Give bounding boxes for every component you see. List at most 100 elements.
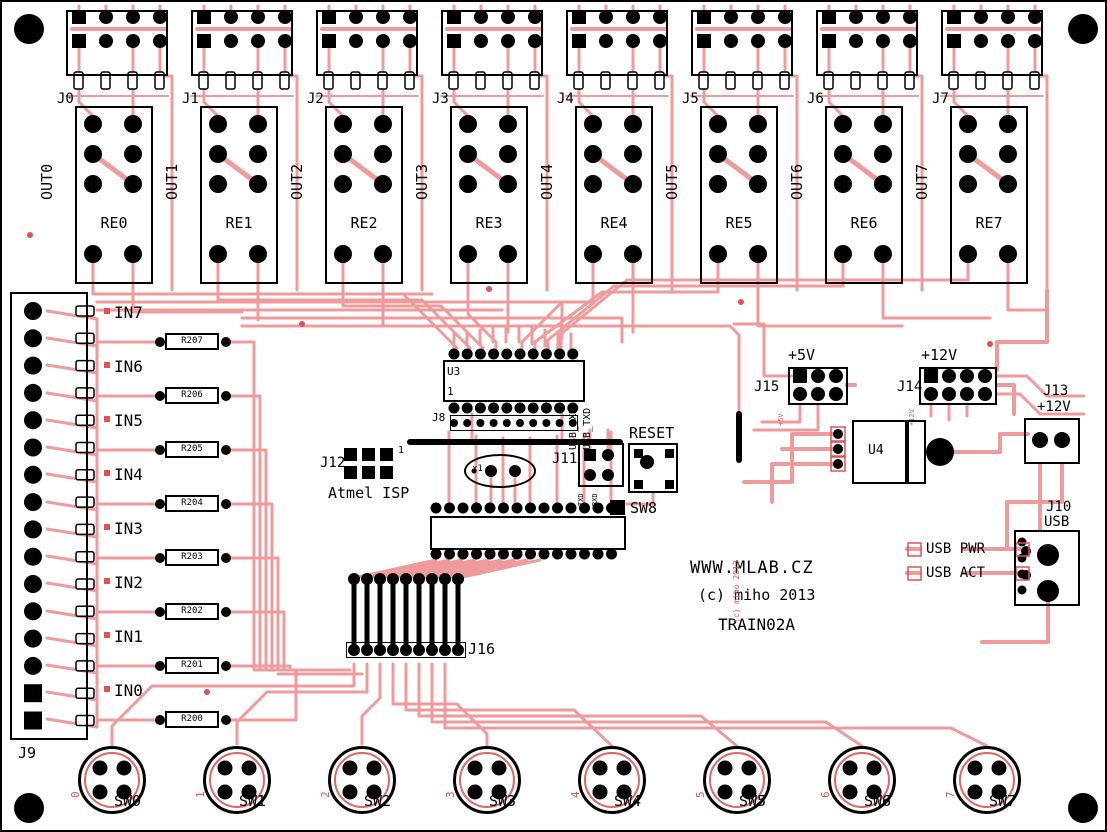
connector-outline	[816, 10, 918, 76]
resistor-r204[interactable]: R204	[154, 495, 232, 513]
j14-header[interactable]	[919, 367, 997, 405]
mcu-outline[interactable]	[430, 516, 626, 550]
u3-pin1-mark: 1	[447, 385, 454, 398]
input-header-j9[interactable]	[10, 292, 88, 740]
sw8-label: SW8	[630, 499, 658, 517]
switch-sw4[interactable]	[578, 746, 646, 814]
connector-j6[interactable]: J6	[807, 8, 924, 108]
switch-sw3[interactable]	[453, 746, 521, 814]
resistor-r207[interactable]: R207	[154, 333, 232, 351]
relay-re5[interactable]: RE5	[700, 106, 778, 284]
relay-re4[interactable]: RE4	[575, 106, 653, 284]
connector-label: J5	[682, 91, 699, 107]
j14-label: J14	[897, 379, 923, 395]
switch-sw5[interactable]	[703, 746, 771, 814]
txd-label: TXD	[577, 493, 585, 506]
resistor-r200[interactable]: R200	[154, 711, 232, 729]
connector-label: J1	[182, 91, 199, 107]
board-title: TRAIN02A	[718, 615, 796, 634]
j16-outline[interactable]	[346, 642, 466, 658]
relay-re1[interactable]: RE1	[200, 106, 278, 284]
crystal-outline[interactable]	[464, 454, 536, 488]
relay-re3[interactable]: RE3	[450, 106, 528, 284]
plus12v-label: +12V	[921, 346, 958, 364]
connector-j0[interactable]: J0	[57, 8, 174, 108]
j8-outline[interactable]	[450, 415, 578, 431]
switch-label: SW7	[989, 792, 1017, 810]
relay-re2[interactable]: RE2	[325, 106, 403, 284]
usb-act-label: USB ACT	[926, 565, 986, 581]
in-label: IN5	[114, 411, 143, 430]
out-label: OUT0	[38, 163, 56, 200]
switch-label: SW6	[864, 792, 892, 810]
usb-pwr-label: USB PWR	[926, 541, 986, 557]
out-label: OUT5	[663, 163, 681, 200]
usb-connector[interactable]	[1014, 530, 1080, 606]
reset-label: RESET	[629, 424, 675, 442]
connector-outline	[66, 10, 168, 76]
u4-outline[interactable]	[852, 420, 926, 484]
resistor-r202[interactable]: R202	[154, 603, 232, 621]
connector-outline	[691, 10, 793, 76]
connector-j4[interactable]: J4	[557, 8, 674, 108]
relay-label: RE4	[600, 214, 628, 232]
plus5v-label: +5V	[788, 346, 816, 364]
switch-number: 7	[944, 791, 957, 798]
j15-header[interactable]	[788, 367, 848, 405]
connector-j3[interactable]: J3	[432, 8, 549, 108]
switch-sw0[interactable]	[78, 746, 146, 814]
connector-j5[interactable]: J5	[682, 8, 799, 108]
u3-label: U3	[447, 365, 461, 378]
relay-re0[interactable]: RE0	[75, 106, 153, 284]
switch-sw6[interactable]	[828, 746, 896, 814]
in-label: IN4	[114, 465, 143, 484]
out-label: OUT1	[163, 163, 181, 200]
resistor-label: R203	[165, 549, 219, 566]
atmel-isp-label: Atmel ISP	[328, 484, 410, 502]
resistor-r201[interactable]: R201	[154, 657, 232, 675]
connector-j7[interactable]: J7	[932, 8, 1049, 108]
connector-j2[interactable]: J2	[307, 8, 424, 108]
j15-label: J15	[754, 379, 780, 395]
j11-outline[interactable]	[578, 443, 624, 487]
j13-label: J13	[1043, 383, 1069, 399]
switch-sw2[interactable]	[328, 746, 396, 814]
switch-sw1[interactable]	[203, 746, 271, 814]
connector-outline	[191, 10, 293, 76]
connector-label: J3	[432, 91, 449, 107]
connector-j1[interactable]: J1	[182, 8, 299, 108]
reset-button-cap[interactable]	[640, 455, 654, 469]
out-label: OUT4	[538, 163, 556, 200]
j13-connector[interactable]	[1024, 418, 1080, 464]
switch-label: SW0	[114, 792, 142, 810]
resistor-r206[interactable]: R206	[154, 387, 232, 405]
resistor-r205[interactable]: R205	[154, 441, 232, 459]
out-label: OUT2	[288, 163, 306, 200]
out-label: OUT7	[913, 163, 931, 200]
relay-label: RE7	[975, 214, 1003, 232]
in-label: IN6	[114, 357, 143, 376]
j10-label: J10	[1046, 499, 1072, 515]
switch-label: SW3	[489, 792, 517, 810]
connector-label: J2	[307, 91, 324, 107]
reset-button[interactable]	[628, 443, 678, 493]
switch-sw7[interactable]	[953, 746, 1021, 814]
relay-label: RE0	[100, 214, 128, 232]
resistor-label: R207	[165, 333, 219, 350]
j12-label: J12	[320, 455, 346, 471]
switch-number: 4	[569, 791, 582, 798]
relay-re6[interactable]: RE6	[825, 106, 903, 284]
relay-label: RE5	[725, 214, 753, 232]
switch-number: 5	[694, 791, 707, 798]
rxd-label: RXD	[591, 493, 599, 506]
copyright-label: (c) miho 2013	[698, 586, 816, 604]
relay-re7[interactable]: RE7	[950, 106, 1028, 284]
j8-label: J8	[432, 411, 446, 424]
u3-outline[interactable]	[443, 360, 585, 402]
j16-label: J16	[468, 640, 496, 658]
in-label: IN3	[114, 519, 143, 538]
connector-label: J6	[807, 91, 824, 107]
resistor-label: R201	[165, 657, 219, 674]
resistor-r203[interactable]: R203	[154, 549, 232, 567]
